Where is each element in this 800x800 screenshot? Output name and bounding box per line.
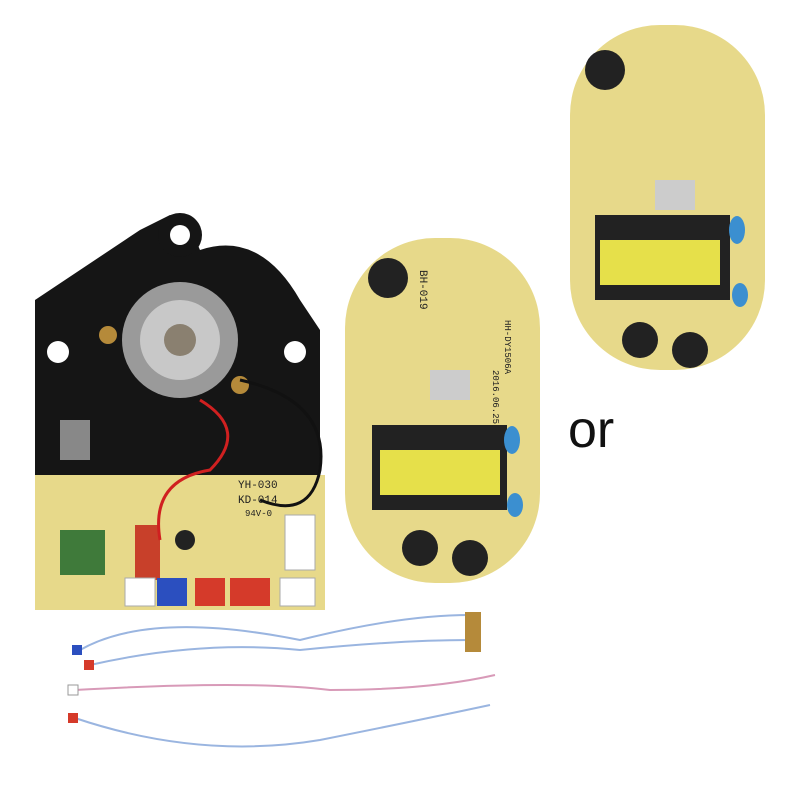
separator-text: or [568, 401, 615, 459]
power-board-2 [570, 25, 765, 370]
model-label: BH-019 [416, 270, 428, 310]
driver-board: YH-030 KD-014 94V-0 [35, 378, 325, 610]
board-label-3: 94V-0 [245, 509, 272, 519]
transformer [380, 450, 500, 495]
regulator [60, 420, 90, 460]
board-label-1: YH-030 [238, 480, 278, 492]
part-label: HH-DY1506A [502, 320, 512, 375]
wiring-harness [67, 612, 496, 748]
date-label: 2016.06.25 [490, 370, 500, 424]
power-board-1: BH-019 HH-DY1506A 2016.06.25 [345, 238, 540, 583]
ultrasonic-mount [35, 213, 320, 480]
